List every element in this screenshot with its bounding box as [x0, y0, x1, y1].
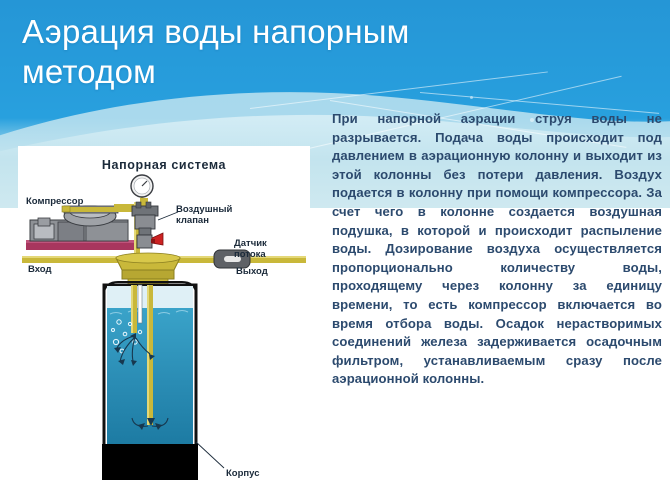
diagram-label-output: Выход	[236, 266, 268, 277]
diagram-title: Напорная система	[101, 158, 227, 172]
diagram-label-input: Вход	[28, 264, 52, 275]
pressure-system-illustration	[22, 174, 306, 480]
diagram-label-body: Корпус	[226, 468, 260, 479]
diagram-label-compressor: Компрессор	[26, 196, 84, 207]
diagram-label-air-valve: Воздушный клапан	[176, 204, 233, 226]
diagram-label-flow-sensor: Датчик потока	[234, 238, 267, 260]
decorative-dot	[530, 118, 534, 122]
page-title: Аэрация воды напорным методом	[22, 13, 410, 90]
body-paragraph: При напорной аэрации струя воды не разры…	[332, 111, 662, 387]
diagram-panel: Напорная система	[18, 146, 310, 483]
decorative-dot	[470, 96, 473, 99]
